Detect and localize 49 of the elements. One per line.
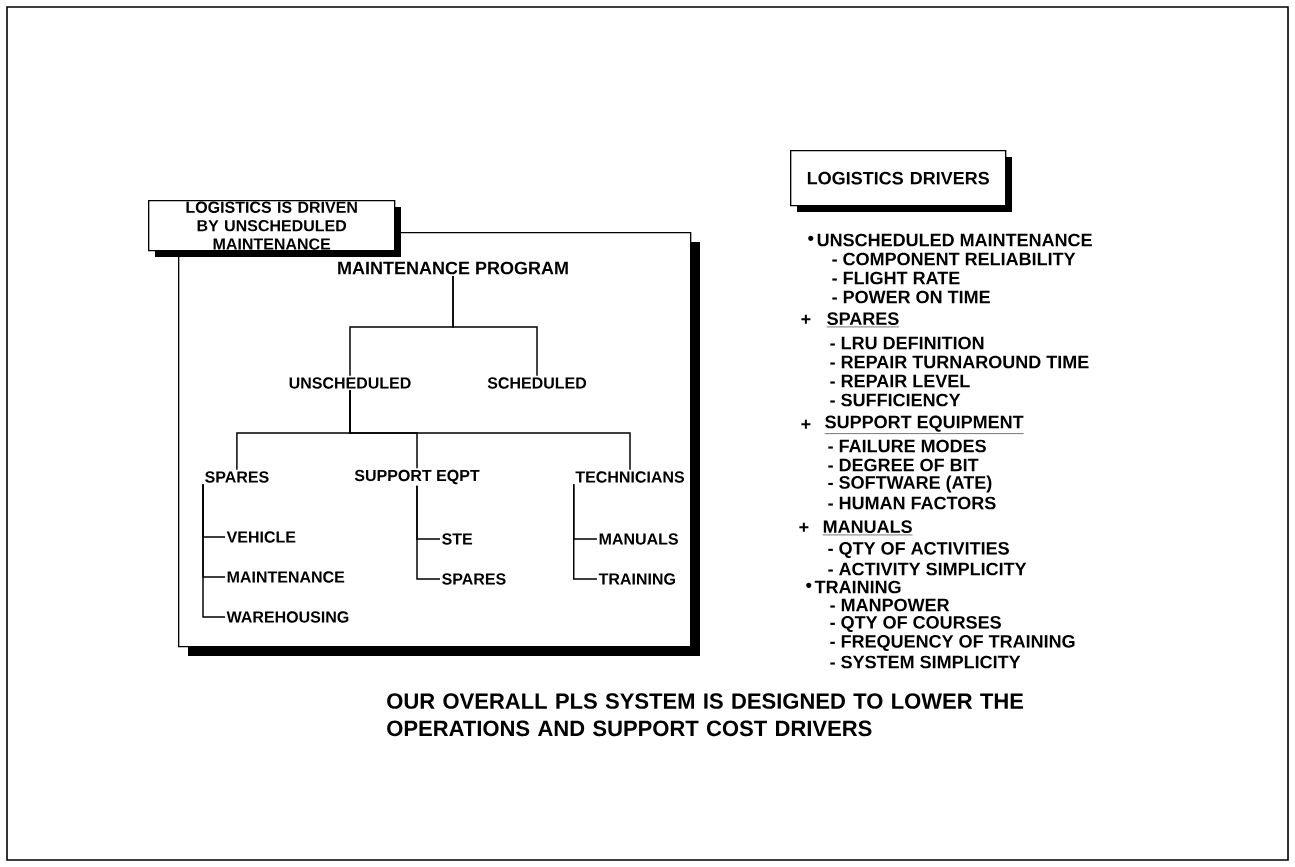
tree-label: STE (442, 533, 473, 545)
list-item: - DEGREE OF BIT (828, 458, 979, 472)
tree-label: SPARES (442, 573, 506, 585)
tree-label: SUPPORT EQPT (354, 469, 480, 485)
tree-label: TECHNICIANS (575, 471, 685, 483)
list-heading: SPARES (826, 312, 900, 328)
connector-line (573, 483, 598, 580)
bullet-mark: + (801, 419, 811, 429)
list-item: - ACTIVITY SIMPLICITY (828, 562, 1027, 576)
list-item: - SOFTWARE (ATE) (828, 475, 992, 493)
tree-label: SCHEDULED (487, 377, 587, 389)
bullet-mark: + (799, 522, 809, 532)
panel-box (178, 232, 700, 656)
bullet-mark: • (806, 582, 812, 588)
connector-line (202, 483, 226, 618)
list-item: - REPAIR TURNAROUND TIME (830, 355, 1089, 369)
tree-label: VEHICLE (226, 531, 296, 543)
list-heading: SUPPORT EQUIPMENT (824, 415, 1024, 434)
tree-label: WAREHOUSING (226, 611, 349, 623)
bullet-mark: + (801, 314, 811, 324)
statement-text: OUR OVERALL PLS SYSTEM IS DESIGNED TO LOWER THE OPERATIONS AND SUPPORT COST DRIVERS (387, 693, 1024, 737)
tree-label: TRAINING (598, 573, 675, 585)
list-item: - LRU DEFINITION (830, 336, 984, 350)
list-item: - FLIGHT RATE (832, 271, 960, 285)
connector-line (452, 275, 538, 377)
list-item: - QTY OF ACTIVITIES (828, 541, 1009, 559)
list-item: - POWER ON TIME (832, 290, 990, 304)
list-heading: UNSCHEDULED MAINTENANCE (817, 233, 1092, 247)
list-item: - SYSTEM SIMPLICITY (830, 655, 1021, 669)
tree-label: MANUALS (599, 533, 678, 545)
connector-line (349, 389, 631, 471)
tree-label: MAINTENANCE (227, 571, 345, 583)
list-item: - FAILURE MODES (828, 439, 986, 453)
connector-line (416, 485, 441, 580)
title-box: LOGISTICS IS DRIVEN BY UNSCHEDULED MAINTENANCE (148, 200, 401, 257)
title-box: LOGISTICS DRIVERS (790, 150, 1012, 212)
list-item: - FREQUENCY OF TRAINING (830, 634, 1075, 652)
list-item: - HUMAN FACTORS (828, 496, 996, 510)
list-item: - QTY OF COURSES (830, 615, 1001, 633)
tree-label: MAINTENANCE PROGRAM (338, 261, 568, 275)
bullet-mark: • (808, 235, 814, 241)
list-heading: MANUALS (822, 520, 913, 536)
list-item: - REPAIR LEVEL (830, 374, 970, 388)
list-item: - COMPONENT RELIABILITY (832, 252, 1076, 266)
tree-label: UNSCHEDULED (289, 377, 411, 389)
list-item: - SUFFICIENCY (830, 393, 961, 407)
tree-label: SPARES (205, 471, 269, 483)
list-item: - MANPOWER (830, 598, 950, 612)
list-heading: TRAINING (814, 580, 901, 594)
